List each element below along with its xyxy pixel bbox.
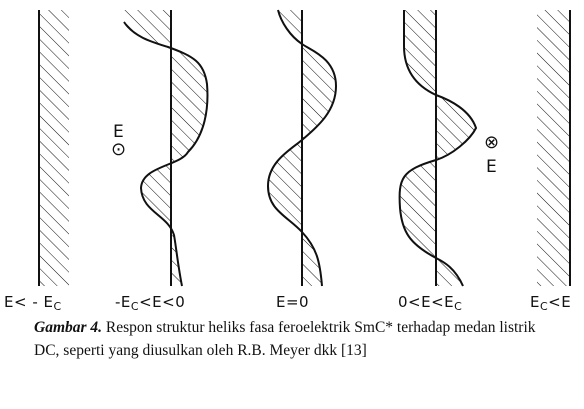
panel-4-distorted-helix (398, 9, 478, 287)
condition-label-2: -EC<E<0 (115, 293, 186, 313)
caption-text: Respon struktur heliks fasa feroelektrik… (34, 319, 536, 359)
condition-label-4: 0<E<EC (398, 293, 463, 313)
panel-2-distorted-helix (123, 10, 209, 287)
condition-label-3: E=0 (276, 293, 310, 311)
panel-5-unwound-right (537, 10, 571, 286)
condition-label-5: EC<E (530, 293, 572, 313)
field-out-of-page-icon: ⊙ (111, 139, 127, 160)
field-into-page-icon: ⊗ (484, 132, 500, 153)
field-in-label: E (486, 157, 497, 177)
helix-response-diagram (38, 9, 571, 287)
caption-label: Gambar 4. (34, 319, 103, 336)
panel-3-helix-zero-field (266, 9, 338, 287)
condition-label-1: E< - EC (4, 293, 62, 313)
field-out-label: E (113, 122, 124, 142)
figure-caption: Gambar 4. Respon struktur heliks fasa fe… (34, 316, 564, 362)
panel-1-unwound-left (38, 10, 69, 286)
